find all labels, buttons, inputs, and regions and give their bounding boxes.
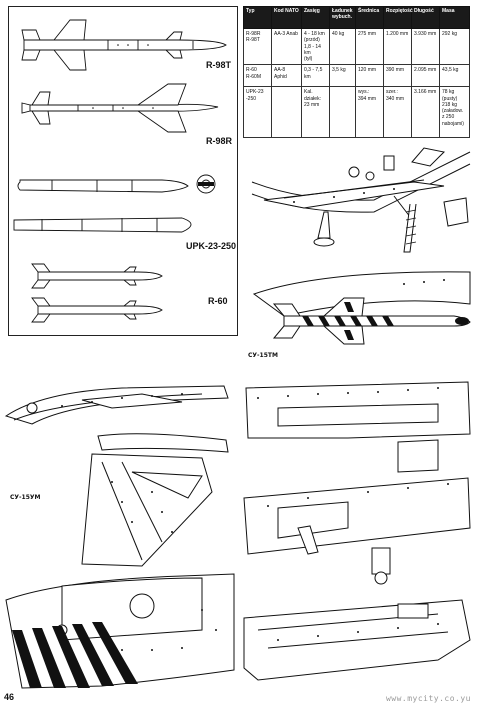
table-cell: AA-8 Aphid [271, 64, 302, 88]
table-cell: AA-3 Anab [271, 27, 302, 66]
table-cell: 2.095 mm [411, 64, 440, 88]
table-cell: wys.:394 mm [355, 86, 384, 138]
table-cell: 3.166 mm [411, 86, 440, 138]
r98r-missile-drawing [21, 83, 219, 133]
table-cell: 43,5 kg [439, 64, 470, 88]
su15um-striped-wing-drawing [5, 573, 235, 689]
su15um-intake-top-drawing [4, 385, 229, 425]
table-cell: 0,3 - 7,5 km [301, 64, 330, 88]
r60-label: R-60 [208, 296, 228, 306]
table-cell: Kal. działek: 23 mm [301, 86, 330, 138]
table-cell: 275 mm [355, 27, 384, 66]
table-header-cell: Ładunek wybuch. [329, 6, 356, 29]
r98t-missile-drawing [21, 19, 227, 71]
table-cell: UPK-23-250 [243, 86, 272, 138]
table-cell: 1.200 mm [383, 27, 412, 66]
table-cell: szer.:340 mm [383, 86, 412, 138]
table-row: UPK-23-250 Kal. działek: 23 mm wys.:394 … [243, 86, 470, 138]
table-cell: 120 mm [355, 64, 384, 88]
table-header-cell: Typ [243, 6, 272, 29]
page-number: 46 [4, 692, 15, 702]
pylon-detail-drawing [251, 147, 471, 253]
table-header-cell: Zasięg [301, 6, 330, 29]
table-header-cell: Kod NATO [271, 6, 302, 29]
su15um-caption: СУ-15УМ [10, 494, 41, 501]
su15tm-missile-drawing [252, 271, 471, 345]
table-cell: 292 kg [439, 27, 470, 66]
table-cell: 3,5 kg [329, 64, 356, 88]
table-cell [329, 86, 356, 138]
upk-label: UPK-23-250 [186, 241, 237, 251]
table-header-cell: Masa [439, 6, 470, 29]
table-cell: 4 - 18 km(przód)1,8 - 14 km(tył) [301, 27, 330, 66]
upk-pod-drawing [13, 174, 216, 233]
r98r-label: R-98R [206, 136, 233, 146]
table-header-cell: Rozpiętość [383, 6, 413, 29]
fuselage-detail-drawing [243, 381, 471, 681]
table-header-cell: Długość [411, 6, 440, 29]
table-header-cell: Średnica [355, 6, 384, 29]
table-cell: 40 kg [329, 27, 356, 66]
table-cell: 3.930 mm [411, 27, 440, 66]
weapons-frame [8, 6, 238, 336]
table-cell [271, 86, 302, 138]
r98t-label: R-98T [206, 60, 232, 70]
r60-missile-drawing [31, 263, 163, 323]
table-cell: 390 mm [383, 64, 412, 88]
watermark: www.mycity.co.yu [385, 694, 471, 703]
table-header-row: Typ Kod NATO Zasięg Ładunek wybuch. Śred… [243, 6, 470, 29]
su15tm-caption: СУ-15ТМ [248, 352, 278, 359]
su15um-intake-mid-drawing [81, 433, 229, 567]
weapons-spec-table: Typ Kod NATO Zasięg Ładunek wybuch. Śred… [243, 6, 470, 138]
